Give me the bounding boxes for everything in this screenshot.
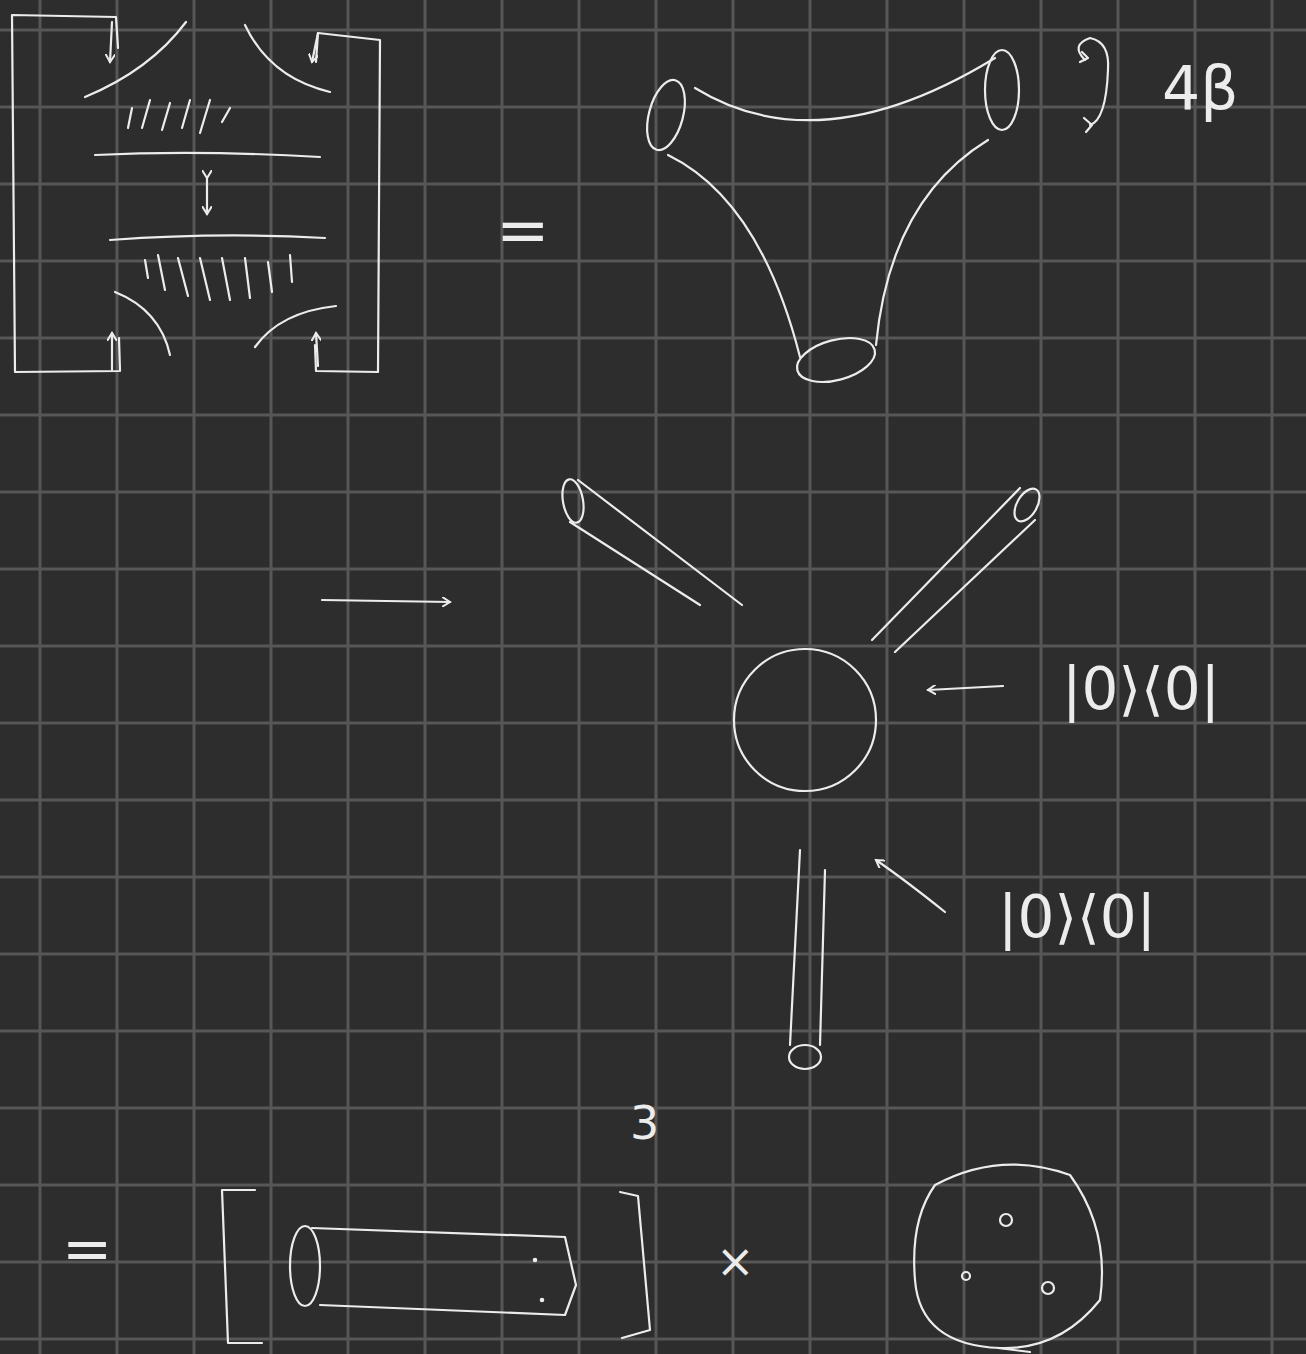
times-sign: × [716, 1238, 755, 1284]
box-outline [12, 15, 120, 372]
equals-sign: = [496, 198, 550, 262]
power-label: 3 [630, 1100, 659, 1146]
state-label: |0⟩⟨0| [998, 888, 1156, 946]
bracket [222, 1190, 262, 1343]
beta-label: 4β [1162, 58, 1238, 118]
box-outline [315, 33, 380, 372]
equals-sign: = [62, 1218, 112, 1278]
state-label: |0⟩⟨0| [1062, 660, 1220, 718]
bracket [620, 1192, 650, 1338]
